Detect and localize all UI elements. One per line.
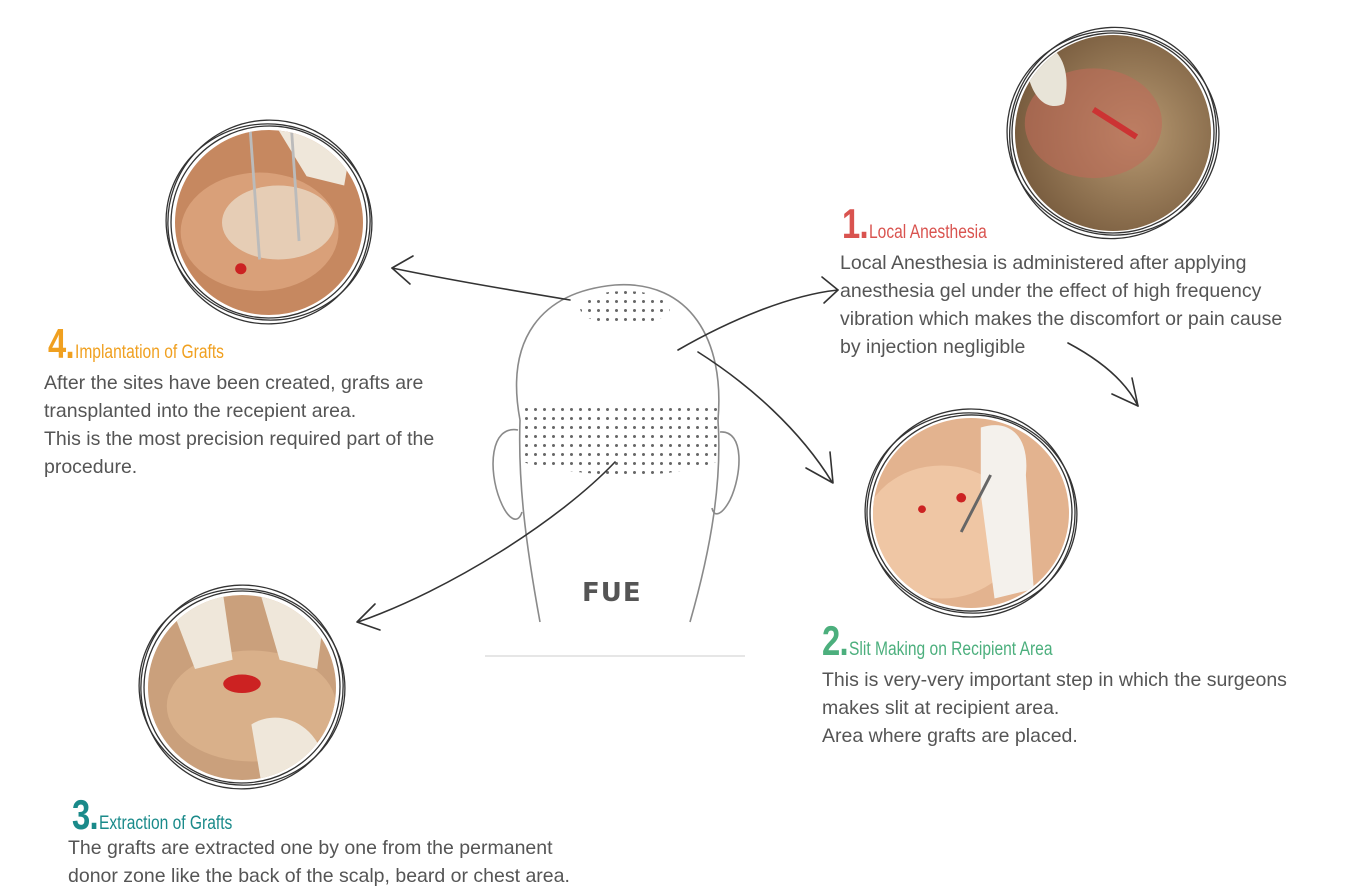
step1-line: by injection negligible bbox=[840, 336, 1026, 358]
step4-line: procedure. bbox=[44, 456, 138, 478]
step3-label: Extraction of Grafts bbox=[99, 813, 233, 834]
fue-label: FUE bbox=[582, 578, 642, 608]
step3-description: The grafts are extracted one by one from… bbox=[68, 834, 628, 890]
step1-line: vibration which makes the discomfort or … bbox=[840, 308, 1283, 330]
step4-line: After the sites have been created, graft… bbox=[44, 372, 424, 394]
step3-number: 3. bbox=[72, 791, 99, 838]
step4-label: Implantation of Grafts bbox=[75, 342, 224, 363]
slit-making-photo bbox=[873, 418, 1069, 608]
step2-line: This is very-very important step in whic… bbox=[822, 669, 1287, 691]
arrow-to-step1 bbox=[677, 289, 839, 351]
recipient-zone-dots bbox=[580, 291, 670, 325]
step1-line: Local Anesthesia is administered after a… bbox=[840, 252, 1247, 274]
arrow-head-to-step4 bbox=[391, 267, 571, 301]
step1-title: 1.Local Anesthesia bbox=[842, 200, 1013, 248]
donor-zone-dots bbox=[520, 406, 718, 476]
graft-implantation-photo bbox=[175, 130, 363, 315]
step2-description: This is very-very important step in whic… bbox=[822, 666, 1342, 750]
step2-line: makes slit at recipient area. bbox=[822, 697, 1060, 719]
arrow-head-to-step3 bbox=[357, 461, 616, 623]
step4-line: This is the most precision required part… bbox=[44, 428, 435, 450]
step3-line: The grafts are extracted one by one from… bbox=[68, 837, 553, 859]
step4-number: 4. bbox=[48, 320, 75, 367]
step2-label: Slit Making on Recipient Area bbox=[849, 639, 1053, 660]
arrow-head-to-step2 bbox=[697, 351, 833, 483]
step4-title: 4.Implantation of Grafts bbox=[48, 320, 257, 368]
head-outline bbox=[492, 284, 740, 623]
step4-line: transplanted into the recepient area. bbox=[44, 400, 357, 422]
step3-line: donor zone like the back of the scalp, b… bbox=[68, 865, 570, 887]
step1-number: 1. bbox=[842, 200, 869, 247]
step1-line: anesthesia gel under the effect of high … bbox=[840, 280, 1262, 302]
graft-extraction-photo bbox=[148, 595, 336, 780]
step3-title: 3.Extraction of Grafts bbox=[72, 791, 262, 839]
step1-description: Local Anesthesia is administered after a… bbox=[840, 249, 1320, 361]
step4-description: After the sites have been created, graft… bbox=[44, 369, 484, 481]
arrow-step1-to-step2 bbox=[1067, 342, 1139, 407]
step1-label: Local Anesthesia bbox=[869, 222, 987, 243]
step2-number: 2. bbox=[822, 617, 849, 664]
flow-arrows bbox=[356, 255, 1139, 631]
step2-title: 2.Slit Making on Recipient Area bbox=[822, 617, 1097, 665]
step2-line: Area where grafts are placed. bbox=[822, 725, 1078, 747]
